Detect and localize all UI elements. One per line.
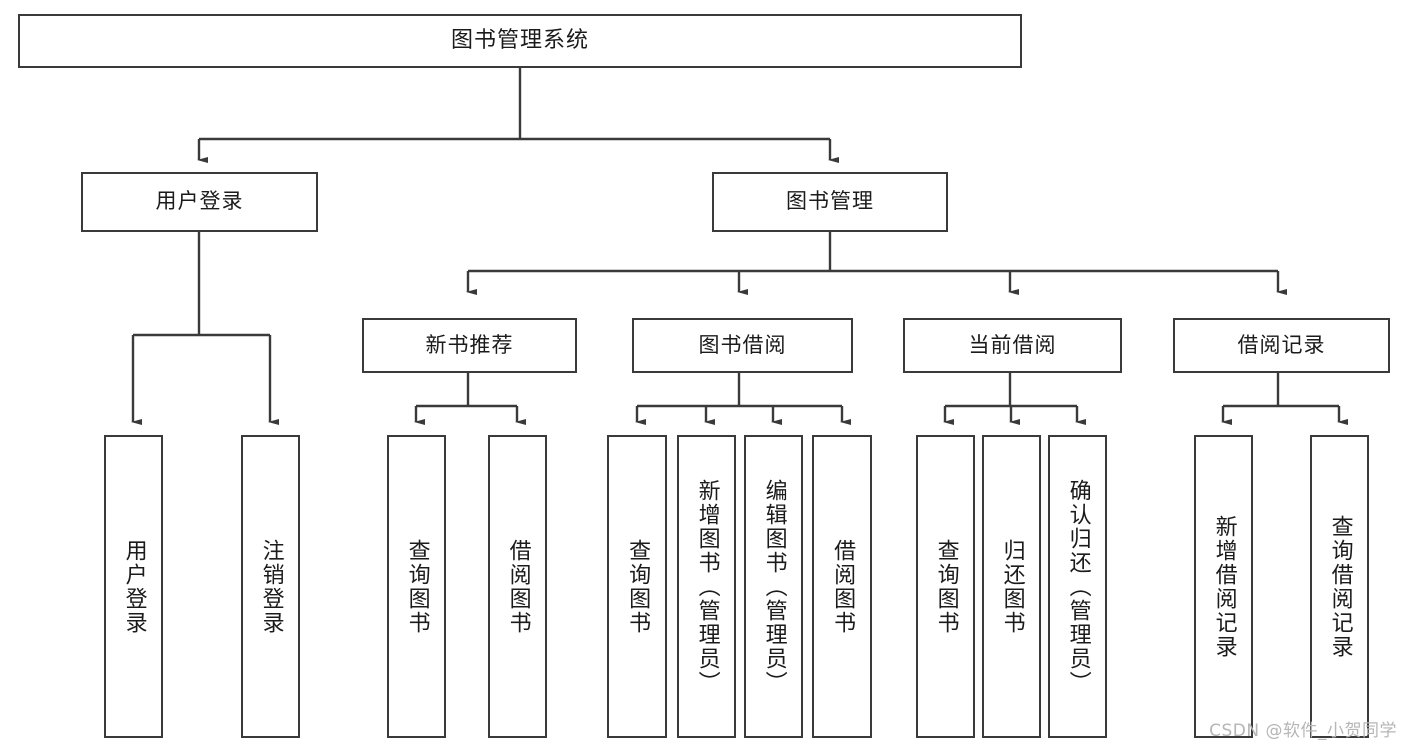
node-book-management[interactable]: 图书管理	[712, 172, 948, 232]
leaf-query-book-3-label: 查询图书	[933, 538, 959, 635]
leaf-user-logout[interactable]: 注销登录	[241, 435, 300, 738]
node-book-borrow-label: 图书借阅	[698, 332, 787, 357]
leaf-return-book-label: 归还图书	[999, 538, 1025, 635]
leaf-return-book[interactable]: 归还图书	[982, 435, 1041, 738]
leaf-user-login-label: 用户登录	[121, 538, 147, 635]
node-borrow-record-label: 借阅记录	[1237, 332, 1326, 357]
node-root-label: 图书管理系统	[450, 27, 589, 53]
node-current-borrow[interactable]: 当前借阅	[903, 318, 1122, 373]
leaf-edit-book[interactable]: 编辑图书（管理员）	[744, 435, 803, 738]
node-user-login-label: 用户登录	[155, 189, 244, 214]
leaf-edit-book-label: 编辑图书（管理员）	[761, 478, 787, 695]
leaf-add-record[interactable]: 新增借阅记录	[1194, 435, 1253, 738]
leaf-confirm-return[interactable]: 确认归还（管理员）	[1048, 435, 1107, 738]
node-current-borrow-label: 当前借阅	[968, 332, 1057, 357]
node-new-book-recommend[interactable]: 新书推荐	[362, 318, 577, 373]
leaf-query-book-1-label: 查询图书	[404, 538, 430, 635]
leaf-user-login[interactable]: 用户登录	[104, 435, 163, 738]
leaf-borrow-book-1[interactable]: 借阅图书	[488, 435, 547, 738]
leaf-borrow-book-1-label: 借阅图书	[505, 538, 531, 635]
leaf-borrow-book-2-label: 借阅图书	[830, 538, 856, 635]
leaf-query-book-3[interactable]: 查询图书	[916, 435, 975, 738]
node-user-login[interactable]: 用户登录	[81, 172, 318, 232]
leaf-query-book-2-label: 查询图书	[625, 538, 651, 635]
leaf-query-record-label: 查询借阅记录	[1327, 514, 1353, 659]
node-root[interactable]: 图书管理系统	[18, 14, 1022, 68]
node-book-borrow[interactable]: 图书借阅	[632, 318, 853, 373]
leaf-query-record[interactable]: 查询借阅记录	[1310, 435, 1369, 738]
node-book-management-label: 图书管理	[786, 189, 874, 214]
leaf-add-record-label: 新增借阅记录	[1211, 514, 1237, 659]
leaf-query-book-2[interactable]: 查询图书	[607, 435, 667, 738]
watermark-text: CSDN @软件_小贺同学	[1209, 721, 1397, 741]
leaf-query-book-1[interactable]: 查询图书	[387, 435, 446, 738]
leaf-borrow-book-2[interactable]: 借阅图书	[812, 435, 872, 738]
leaf-user-logout-label: 注销登录	[258, 538, 284, 635]
node-new-book-recommend-label: 新书推荐	[425, 332, 514, 357]
node-borrow-record[interactable]: 借阅记录	[1173, 318, 1390, 373]
leaf-confirm-return-label: 确认归还（管理员）	[1065, 478, 1091, 695]
leaf-add-book[interactable]: 新增图书（管理员）	[677, 435, 736, 738]
leaf-add-book-label: 新增图书（管理员）	[694, 478, 720, 695]
